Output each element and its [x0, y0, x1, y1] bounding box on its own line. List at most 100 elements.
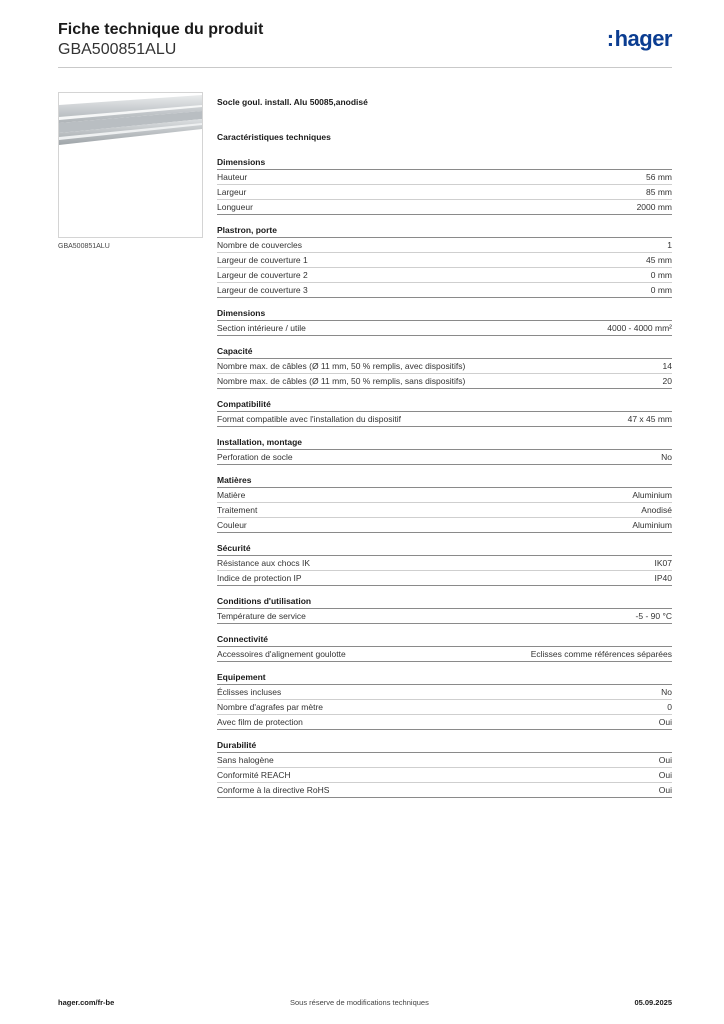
spec-value: Eclisses comme références séparées	[530, 649, 672, 659]
spec-value: 2000 mm	[636, 202, 672, 212]
section-title: Plastron, porte	[217, 224, 672, 238]
spec-value: 14	[662, 361, 672, 371]
spec-row: Largeur 85 mm	[217, 185, 672, 200]
spec-label: Traitement	[217, 505, 258, 515]
section-title: Equipement	[217, 671, 672, 685]
product-reference: GBA500851ALU	[58, 41, 177, 58]
page-header: Fiche technique du produit GBA500851ALU …	[58, 20, 673, 68]
spec-row: Résistance aux chocs IK IK07	[217, 556, 672, 571]
spec-value: No	[661, 452, 672, 462]
logo-colon: :	[606, 26, 614, 51]
spec-value: 85 mm	[646, 187, 672, 197]
spec-value: No	[661, 687, 672, 697]
spec-value: IK07	[654, 558, 673, 568]
section-title: Dimensions	[217, 156, 672, 170]
spec-label: Hauteur	[217, 172, 248, 182]
photo-caption: GBA500851ALU	[58, 243, 110, 250]
spec-label: Éclisses incluses	[217, 687, 282, 697]
section-title: Capacité	[217, 345, 672, 359]
spec-row: Longueur 2000 mm	[217, 200, 672, 215]
spec-row: Nombre max. de câbles (Ø 11 mm, 50 % rem…	[217, 359, 672, 374]
spec-label: Nombre de couvercles	[217, 240, 303, 250]
spec-value: 47 x 45 mm	[627, 414, 672, 424]
section-title: Dimensions	[217, 307, 672, 321]
product-photo	[58, 92, 203, 238]
section-title: Connectivité	[217, 633, 672, 647]
spec-value: 1	[667, 240, 672, 250]
spec-row: Traitement Anodisé	[217, 503, 672, 518]
spec-value: Aluminium	[632, 490, 672, 500]
spec-label: Conforme à la directive RoHS	[217, 785, 330, 795]
spec-label: Conformité REACH	[217, 770, 291, 780]
tech-heading: Caractéristiques techniques	[217, 132, 331, 142]
spec-label: Largeur de couverture 3	[217, 285, 308, 295]
spec-label: Couleur	[217, 520, 247, 530]
footer-notice: Sous réserve de modifications techniques	[290, 998, 429, 1007]
footer-date: 05.09.2025	[634, 998, 672, 1007]
spec-value: 0	[667, 702, 672, 712]
spec-label: Section intérieure / utile	[217, 323, 306, 333]
footer-website: hager.com/fr-be	[58, 998, 115, 1007]
spec-label: Format compatible avec l'installation du…	[217, 414, 401, 424]
spec-label: Nombre max. de câbles (Ø 11 mm, 50 % rem…	[217, 361, 466, 371]
spec-label: Température de service	[217, 611, 306, 621]
section-title: Compatibilité	[217, 398, 672, 412]
spec-label: Longueur	[217, 202, 253, 212]
spec-row: Nombre d'agrafes par mètre 0	[217, 700, 672, 715]
spec-label: Nombre d'agrafes par mètre	[217, 702, 324, 712]
spec-row: Format compatible avec l'installation du…	[217, 412, 672, 427]
spec-value: 20	[662, 376, 672, 386]
section-title: Installation, montage	[217, 436, 672, 450]
spec-label: Indice de protection IP	[217, 573, 302, 583]
spec-row: Accessoires d'alignement goulotte Eclisse…	[217, 647, 672, 662]
cable-duct-product-image	[59, 95, 202, 145]
spec-label: Largeur	[217, 187, 247, 197]
section-title: Durabilité	[217, 739, 672, 753]
spec-row: Nombre de couvercles 1	[217, 238, 672, 253]
spec-label: Perforation de socle	[217, 452, 293, 462]
spec-value: 45 mm	[646, 255, 672, 265]
section-title: Conditions d'utilisation	[217, 595, 672, 609]
spec-row: Largeur de couverture 1 45 mm	[217, 253, 672, 268]
spec-label: Largeur de couverture 1	[217, 255, 308, 265]
spec-row: Perforation de socle No	[217, 450, 672, 465]
spec-row: Éclisses incluses No	[217, 685, 672, 700]
spec-label: Résistance aux chocs IK	[217, 558, 311, 568]
spec-content: Socle goul. install. Alu 50085,anodisé C…	[217, 95, 672, 807]
spec-row: Température de service-5 - 90 °C	[217, 609, 672, 624]
header-divider	[58, 67, 672, 68]
spec-row: Largeur de couverture 3 0 mm	[217, 283, 672, 298]
spec-value: Anodisé	[641, 505, 672, 515]
spec-row: Indice de protection IP IP40	[217, 571, 672, 586]
hager-logo: :hager	[606, 26, 673, 52]
spec-label: Accessoires d'alignement goulotte	[217, 649, 346, 659]
spec-value: IP40	[654, 573, 673, 583]
spec-row: Nombre max. de câbles (Ø 11 mm, 50 % rem…	[217, 374, 672, 389]
spec-value: 0 mm	[650, 285, 672, 295]
spec-label: Nombre max. de câbles (Ø 11 mm, 50 % rem…	[217, 376, 466, 386]
spec-label: Sans halogène	[217, 755, 274, 765]
spec-value: Oui	[658, 785, 672, 795]
page-title: Fiche technique du produit	[58, 21, 264, 38]
spec-value: 56 mm	[646, 172, 672, 182]
spec-row: Hauteur 56 mm	[217, 170, 672, 185]
spec-value: 0 mm	[650, 270, 672, 280]
section-title: Matières	[217, 474, 672, 488]
